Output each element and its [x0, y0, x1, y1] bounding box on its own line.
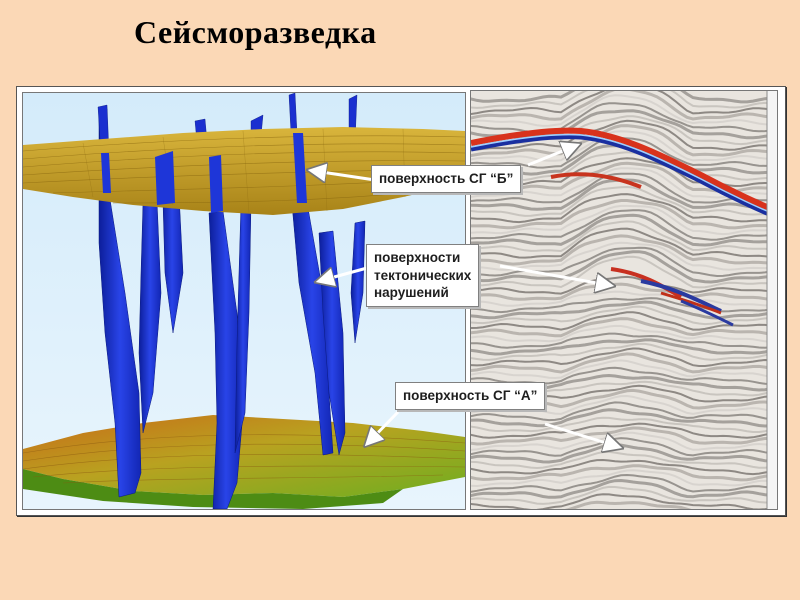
seismic-reflector-line — [471, 408, 777, 428]
seismic-reflector-line — [471, 124, 777, 157]
seismic-reflector-line — [471, 193, 777, 224]
seismic-reflector-line — [471, 317, 777, 338]
seismic-reflector-line — [471, 394, 777, 415]
seismic-reflector-line — [471, 91, 777, 109]
seismic-reflector-line — [471, 347, 777, 367]
callout-surface-b: поверхность СГ “Б” — [371, 165, 522, 193]
seismic-reflector-line — [471, 342, 777, 361]
seismic-reflector-line — [471, 450, 777, 470]
seismic-reflector-line — [471, 91, 777, 104]
seismic-reflector-line — [471, 458, 777, 476]
seismic-reflector-line — [471, 422, 777, 439]
seismic-reflector-line — [471, 332, 777, 349]
seismic-reflector-line — [471, 426, 777, 446]
seismic-reflector-line — [471, 493, 777, 509]
callout-fault-line-2: тектонических — [374, 267, 472, 283]
seismic-reflector-line — [471, 204, 777, 236]
seismic-reflector-line — [471, 119, 777, 151]
seismic-reflector-line — [471, 338, 777, 356]
seismic-reflector-line — [471, 352, 777, 374]
seismic-reflector-line — [471, 151, 777, 182]
callout-fault-surfaces: поверхности тектонических нарушений — [366, 244, 480, 307]
slide-title: Сейсморазведка — [134, 14, 377, 50]
seismic-reflector-line — [471, 172, 777, 204]
seismic-reflector-line — [471, 416, 777, 433]
seismic-reflector-line — [471, 473, 777, 493]
seismic-reflector-line — [471, 297, 777, 314]
seismic-reflector-line — [471, 275, 777, 295]
callout-fault-line-3: нарушений — [374, 285, 449, 301]
seismic-reflector-line — [471, 359, 777, 380]
seismic-reflector-line — [471, 300, 777, 320]
seismic-reflector-line — [471, 94, 777, 127]
seismic-reflector-line — [471, 290, 777, 307]
seismic-reflector-line — [471, 324, 777, 344]
seismic-section-image — [471, 91, 777, 509]
callout-fault-line-1: поверхности — [374, 250, 461, 265]
seismic-reflector-line — [564, 500, 692, 509]
seismic-reflector-line — [471, 185, 777, 217]
seismic-reflector-line — [471, 485, 777, 505]
callout-surface-a: поверхность СГ “А” — [395, 382, 546, 410]
seismic-reflector-line — [471, 282, 777, 302]
seismic-reflector-line — [471, 130, 777, 162]
seismic-reflector-line — [471, 401, 777, 422]
seismic-reflector-line — [471, 220, 777, 253]
seismic-reflector-line — [471, 311, 777, 331]
seismic-reflector-line — [471, 199, 777, 230]
seismic-reflector-line — [471, 209, 777, 241]
seismic-section-panel — [470, 90, 778, 510]
seismic-reflector-line — [471, 102, 777, 134]
seismic-reflector-line — [471, 213, 777, 247]
seismic-reflector-line — [471, 469, 777, 488]
seismic-reflector-line — [471, 91, 777, 121]
seismic-reflector-line — [471, 227, 777, 259]
seismic-reflector-line — [471, 91, 777, 115]
seismic-reflector-line — [471, 478, 777, 499]
seismic-reflector-line — [471, 464, 777, 482]
seismic-reflector-line — [471, 234, 777, 266]
